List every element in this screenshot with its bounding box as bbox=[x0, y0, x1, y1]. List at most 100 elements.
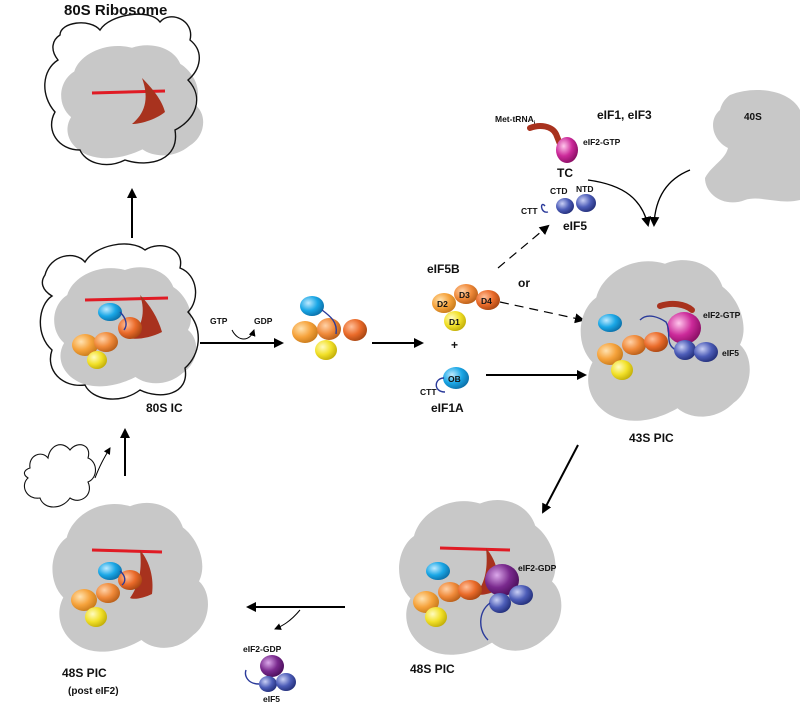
ctt-tail bbox=[435, 377, 446, 393]
ctd-label: CTD bbox=[550, 186, 567, 196]
eif5b-label: eIF5B bbox=[427, 262, 460, 276]
eif5b-d1 bbox=[611, 360, 633, 380]
ctt-tail bbox=[321, 309, 337, 335]
d4-label: D4 bbox=[481, 296, 492, 306]
mrna-strand bbox=[439, 546, 511, 552]
eif5b-d3 bbox=[317, 318, 341, 340]
dashed-arrow-to-43s bbox=[499, 301, 585, 324]
eif5-43s-label: eIF5 bbox=[722, 348, 739, 358]
eif2-protein bbox=[667, 312, 701, 344]
pic-48s-post-label: 48S PIC bbox=[62, 666, 107, 680]
ctt-tail bbox=[540, 203, 549, 213]
ctt-tail bbox=[244, 669, 260, 685]
tc-label: TC bbox=[557, 166, 573, 180]
trna-shape bbox=[132, 78, 165, 124]
eif1a-protein bbox=[426, 562, 450, 580]
eif5b-d4 bbox=[644, 332, 668, 352]
arrow-40s-to-43s bbox=[649, 169, 691, 227]
ob-label: OB bbox=[448, 374, 461, 384]
eif1-eif3-label: eIF1, eIF3 bbox=[597, 108, 652, 122]
small-subunit-shape bbox=[399, 500, 562, 655]
eif5b-d4 bbox=[458, 580, 482, 600]
eif5b-d1 bbox=[87, 351, 107, 369]
eif5b-d3 bbox=[438, 582, 462, 602]
ctt-tail bbox=[480, 602, 491, 641]
eif1a-protein bbox=[300, 296, 324, 316]
pic-48s-post: 48S PIC (post eIF2) bbox=[52, 502, 208, 697]
subunit-joining-arrow bbox=[94, 447, 111, 479]
eif5-top-label: eIF5 bbox=[563, 219, 587, 233]
ribosome-80s: 80S Ribosome bbox=[44, 2, 204, 166]
eif1a-ob-domain bbox=[443, 367, 469, 389]
eif5-released-label: eIF5 bbox=[263, 694, 280, 704]
eif2-gtp-tc-label: eIF2-GTP bbox=[583, 137, 621, 147]
post-eif2-label: (post eIF2) bbox=[68, 686, 119, 697]
eif1a-label: eIF1A bbox=[431, 401, 464, 415]
eif5b-d1 bbox=[85, 607, 107, 627]
eif5b-d2 bbox=[72, 334, 98, 356]
eif5b-group: eIF5B D2 D3 D4 D1 + bbox=[427, 262, 500, 352]
gtp-hydrolysis: GTP GDP bbox=[210, 316, 273, 340]
pic-48s: eIF2-GDP 48S PIC bbox=[399, 500, 562, 676]
ctt-tail bbox=[119, 311, 127, 331]
trna-shape bbox=[130, 550, 153, 599]
arrow-43s-to-48s bbox=[542, 444, 579, 514]
eif5-ctd bbox=[556, 198, 574, 214]
large-subunit-outline bbox=[44, 13, 200, 166]
ternary-complex: Met-tRNAi eIF2-GTP TC bbox=[495, 114, 621, 180]
small-subunit-shape bbox=[61, 45, 204, 159]
gtp-gdp-curved-arrow bbox=[231, 329, 256, 340]
trna-shape bbox=[657, 300, 695, 313]
eif5b-d2 bbox=[413, 591, 439, 613]
subunit-40s: 40S bbox=[705, 90, 800, 203]
plus-sign: + bbox=[451, 338, 458, 352]
eif2-protein bbox=[556, 137, 578, 163]
trna-shape bbox=[527, 123, 563, 147]
eif1a-protein bbox=[598, 314, 622, 332]
mrna-strand bbox=[84, 296, 169, 302]
pic-43s: eIF2-GTP eIF5 43S PIC bbox=[580, 260, 750, 445]
ctt-eif5-label: CTT bbox=[521, 206, 538, 216]
gdp-label: GDP bbox=[254, 316, 273, 326]
ic-80s-label: 80S IC bbox=[146, 401, 183, 415]
pic-48s-label: 48S PIC bbox=[410, 662, 455, 676]
eif5b-d2 bbox=[597, 343, 623, 365]
d1-label: D1 bbox=[449, 317, 460, 327]
arrow-tc-to-43s bbox=[587, 179, 651, 227]
ctt-tail bbox=[119, 570, 126, 586]
eif1a-group: OB CTT eIF1A bbox=[420, 367, 469, 415]
eif5b-d4 bbox=[118, 317, 142, 339]
large-subunit-outline bbox=[39, 243, 199, 400]
dashed-arrow-to-eif5 bbox=[497, 224, 550, 269]
subunit-40s-label: 40S bbox=[744, 112, 762, 123]
release-curved-arrow bbox=[274, 609, 301, 630]
ntd-label: NTD bbox=[576, 184, 593, 194]
eif5b-d2 bbox=[292, 321, 318, 343]
eif2-gtp-43s-label: eIF2-GTP bbox=[703, 310, 741, 320]
eif5-ctd bbox=[259, 676, 277, 692]
eif5-ntd bbox=[694, 342, 718, 362]
ctt-tail bbox=[639, 315, 677, 351]
eif5-ctd bbox=[674, 340, 696, 360]
eif2-protein bbox=[260, 655, 284, 677]
eif5b-d2 bbox=[432, 293, 456, 313]
eif2-gdp-released-label: eIF2-GDP bbox=[243, 644, 282, 654]
subunit-40s-shape bbox=[705, 90, 800, 203]
eif5b-d3 bbox=[622, 335, 646, 355]
eif5-ntd bbox=[509, 585, 533, 605]
ic-80s: 80S IC bbox=[39, 243, 199, 415]
eif5-ntd bbox=[576, 194, 596, 212]
ctt-eif1a-label: CTT bbox=[420, 387, 437, 397]
eif5b-d3 bbox=[96, 583, 120, 603]
eif5b-d3 bbox=[454, 284, 478, 304]
d3-label: D3 bbox=[459, 290, 470, 300]
pic-43s-label: 43S PIC bbox=[629, 431, 674, 445]
or-label: or bbox=[518, 276, 530, 290]
trna-shape bbox=[130, 295, 162, 339]
eif5b-d1 bbox=[425, 607, 447, 627]
released-eif5b-eif1a bbox=[292, 296, 367, 360]
released-eif2-eif5: eIF2-GDP eIF5 bbox=[243, 644, 296, 704]
eif5b-d4 bbox=[476, 290, 500, 310]
large-subunit-outline-free bbox=[23, 444, 97, 508]
